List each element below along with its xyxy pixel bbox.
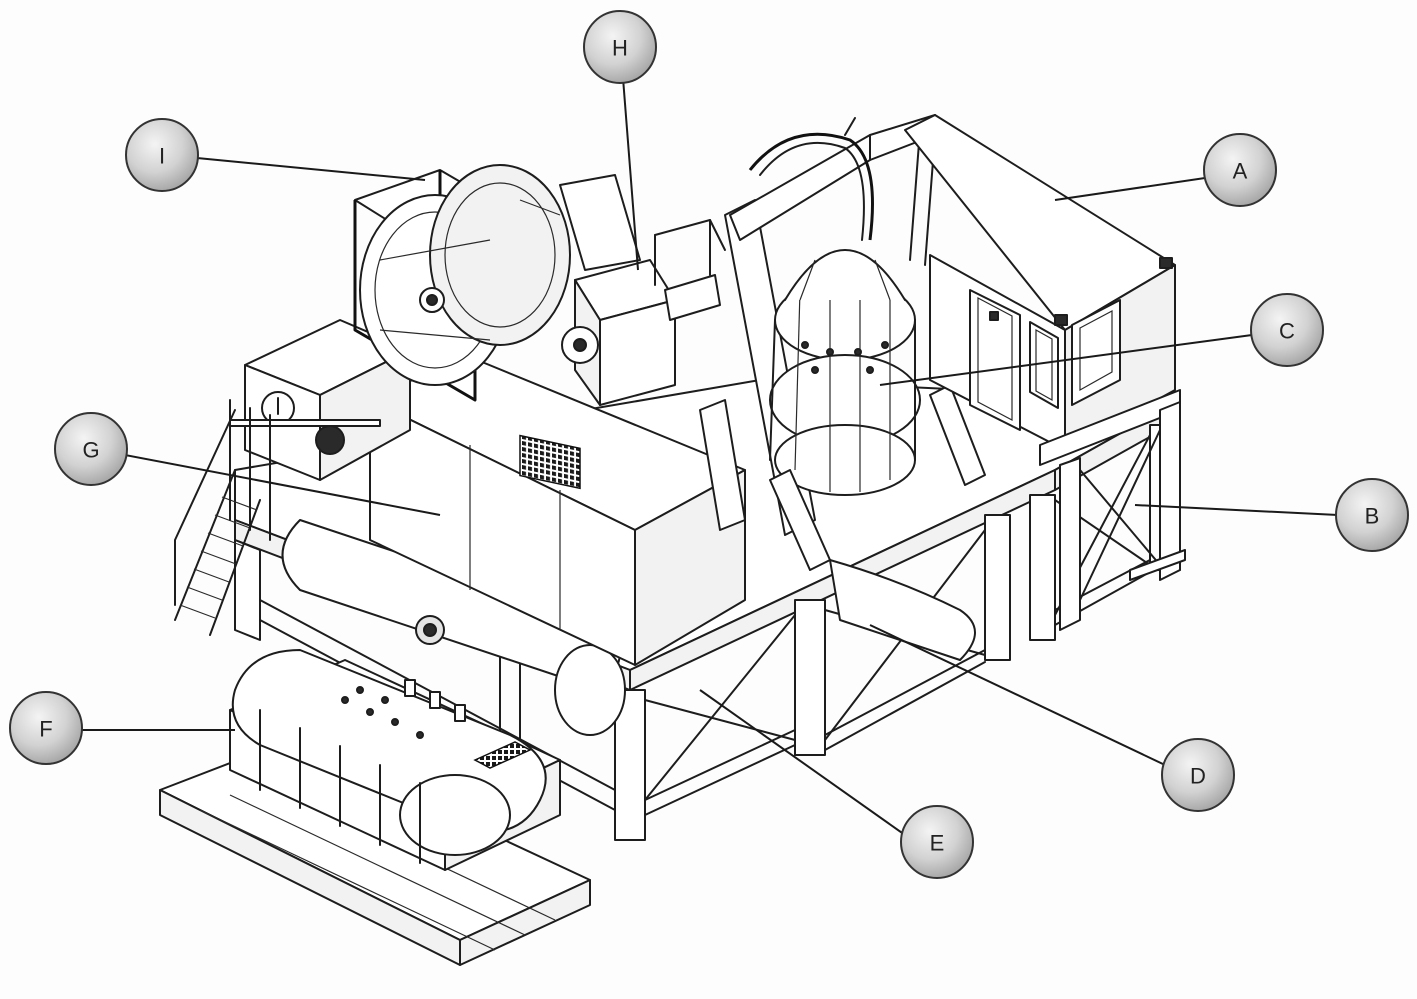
leader-d [869,624,1166,766]
main-platform [234,379,1181,841]
callout-d-label: D [1190,764,1206,789]
callout-i-label: I [159,144,165,169]
callout-e: E [900,805,974,879]
leader-g [124,454,441,516]
leader-e [699,689,906,836]
callout-g: G [54,412,128,486]
support-stand-b [1039,389,1186,631]
callout-h: H [583,10,657,84]
callout-i: I [125,118,199,192]
leader-b [1134,504,1339,516]
callout-h-label: H [612,36,628,61]
subsea-unit-f [159,649,591,966]
leader-a [1054,177,1206,201]
callout-e-label: E [930,831,945,856]
callout-f-label: F [39,717,52,742]
callout-a-label: A [1233,159,1248,184]
callout-g-label: G [82,438,99,463]
leader-lines [82,77,1339,836]
callout-b-label: B [1365,504,1380,529]
callout-f: F [9,691,83,765]
launch-frame-c [699,114,986,571]
leader-h [622,77,639,271]
callout-a: A [1203,133,1277,207]
callout-c-label: C [1279,319,1295,344]
winch-h [519,174,726,490]
leader-c [879,334,1253,386]
callout-c: C [1250,293,1324,367]
winch-i [353,164,571,402]
callout-b: B [1335,478,1409,552]
leader-i [196,157,426,181]
access-stairs [174,409,261,636]
callout-d: D [1161,738,1235,812]
